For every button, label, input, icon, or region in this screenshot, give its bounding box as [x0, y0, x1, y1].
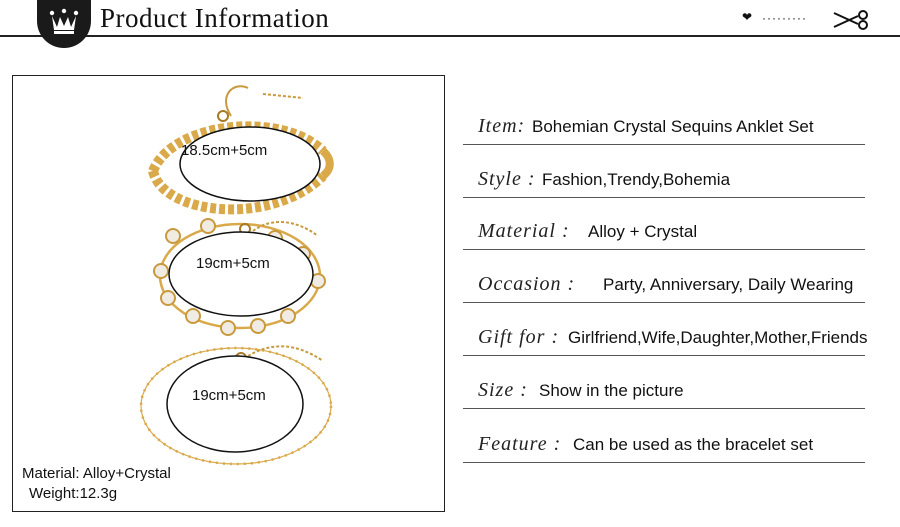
info-value: Party, Anniversary, Daily Wearing [603, 275, 854, 294]
info-row-feature: Feature : Can be used as the bracelet se… [463, 423, 865, 463]
info-value: Alloy + Crystal [588, 222, 698, 241]
info-value: Can be used as the bracelet set [573, 435, 814, 454]
info-label: Material : [478, 220, 570, 242]
info-row-item: Item: Bohemian Crystal Sequins Anklet Se… [463, 105, 865, 145]
info-value: Bohemian Crystal Sequins Anklet Set [532, 117, 814, 136]
row-divider [463, 462, 865, 463]
crown-icon [49, 8, 79, 34]
anklet-chevron [148, 85, 334, 215]
size-label-2: 19cm+5cm [196, 255, 270, 272]
heart-icon: ❤ [742, 10, 753, 24]
row-divider [463, 302, 865, 303]
size-label-1: 18.5cm+5cm [181, 142, 268, 159]
info-label: Gift for : [478, 326, 560, 348]
info-label: Style : [478, 168, 536, 190]
info-row-size: Size : Show in the picture [463, 369, 865, 409]
weight-spec: Weight:12.3g [29, 485, 118, 502]
info-value: Fashion,Trendy,Bohemia [542, 170, 731, 189]
size-ellipse-3 [166, 355, 304, 453]
size-ellipse-1 [179, 126, 321, 202]
info-value: Girlfriend,Wife,Daughter,Mother,Friends [568, 328, 868, 347]
info-row-style: Style : Fashion,Trendy,Bohemia [463, 158, 865, 198]
row-divider [463, 144, 865, 145]
material-spec: Material: Alloy+Crystal [22, 465, 171, 482]
anklet-illustration [139, 85, 334, 466]
scissors-icon [833, 10, 868, 30]
info-label: Item: [478, 115, 526, 137]
crown-badge [37, 0, 91, 48]
info-label: Feature : [478, 433, 562, 455]
header-decoration: ❤ ········· [742, 9, 872, 31]
row-divider [463, 355, 865, 356]
info-label: Occasion : [478, 273, 576, 295]
info-row-gift: Gift for : Girlfriend,Wife,Daughter,Moth… [463, 316, 868, 356]
size-label-3: 19cm+5cm [192, 387, 266, 404]
page-title: Product Information [100, 3, 330, 33]
row-divider [463, 249, 865, 250]
header-rule [0, 35, 900, 37]
dotted-line: ········· [762, 11, 807, 25]
row-divider [463, 408, 865, 409]
info-row-occasion: Occasion : Party, Anniversary, Daily Wea… [463, 263, 865, 303]
product-photo: 18.5cm+5cm 19cm+5cm 19cm+5cm Material: A… [12, 75, 445, 512]
info-value: Show in the picture [539, 381, 684, 400]
row-divider [463, 197, 865, 198]
size-ellipse-2 [168, 231, 314, 317]
info-row-material: Material : Alloy + Crystal [463, 210, 865, 250]
info-label: Size : [478, 379, 528, 401]
